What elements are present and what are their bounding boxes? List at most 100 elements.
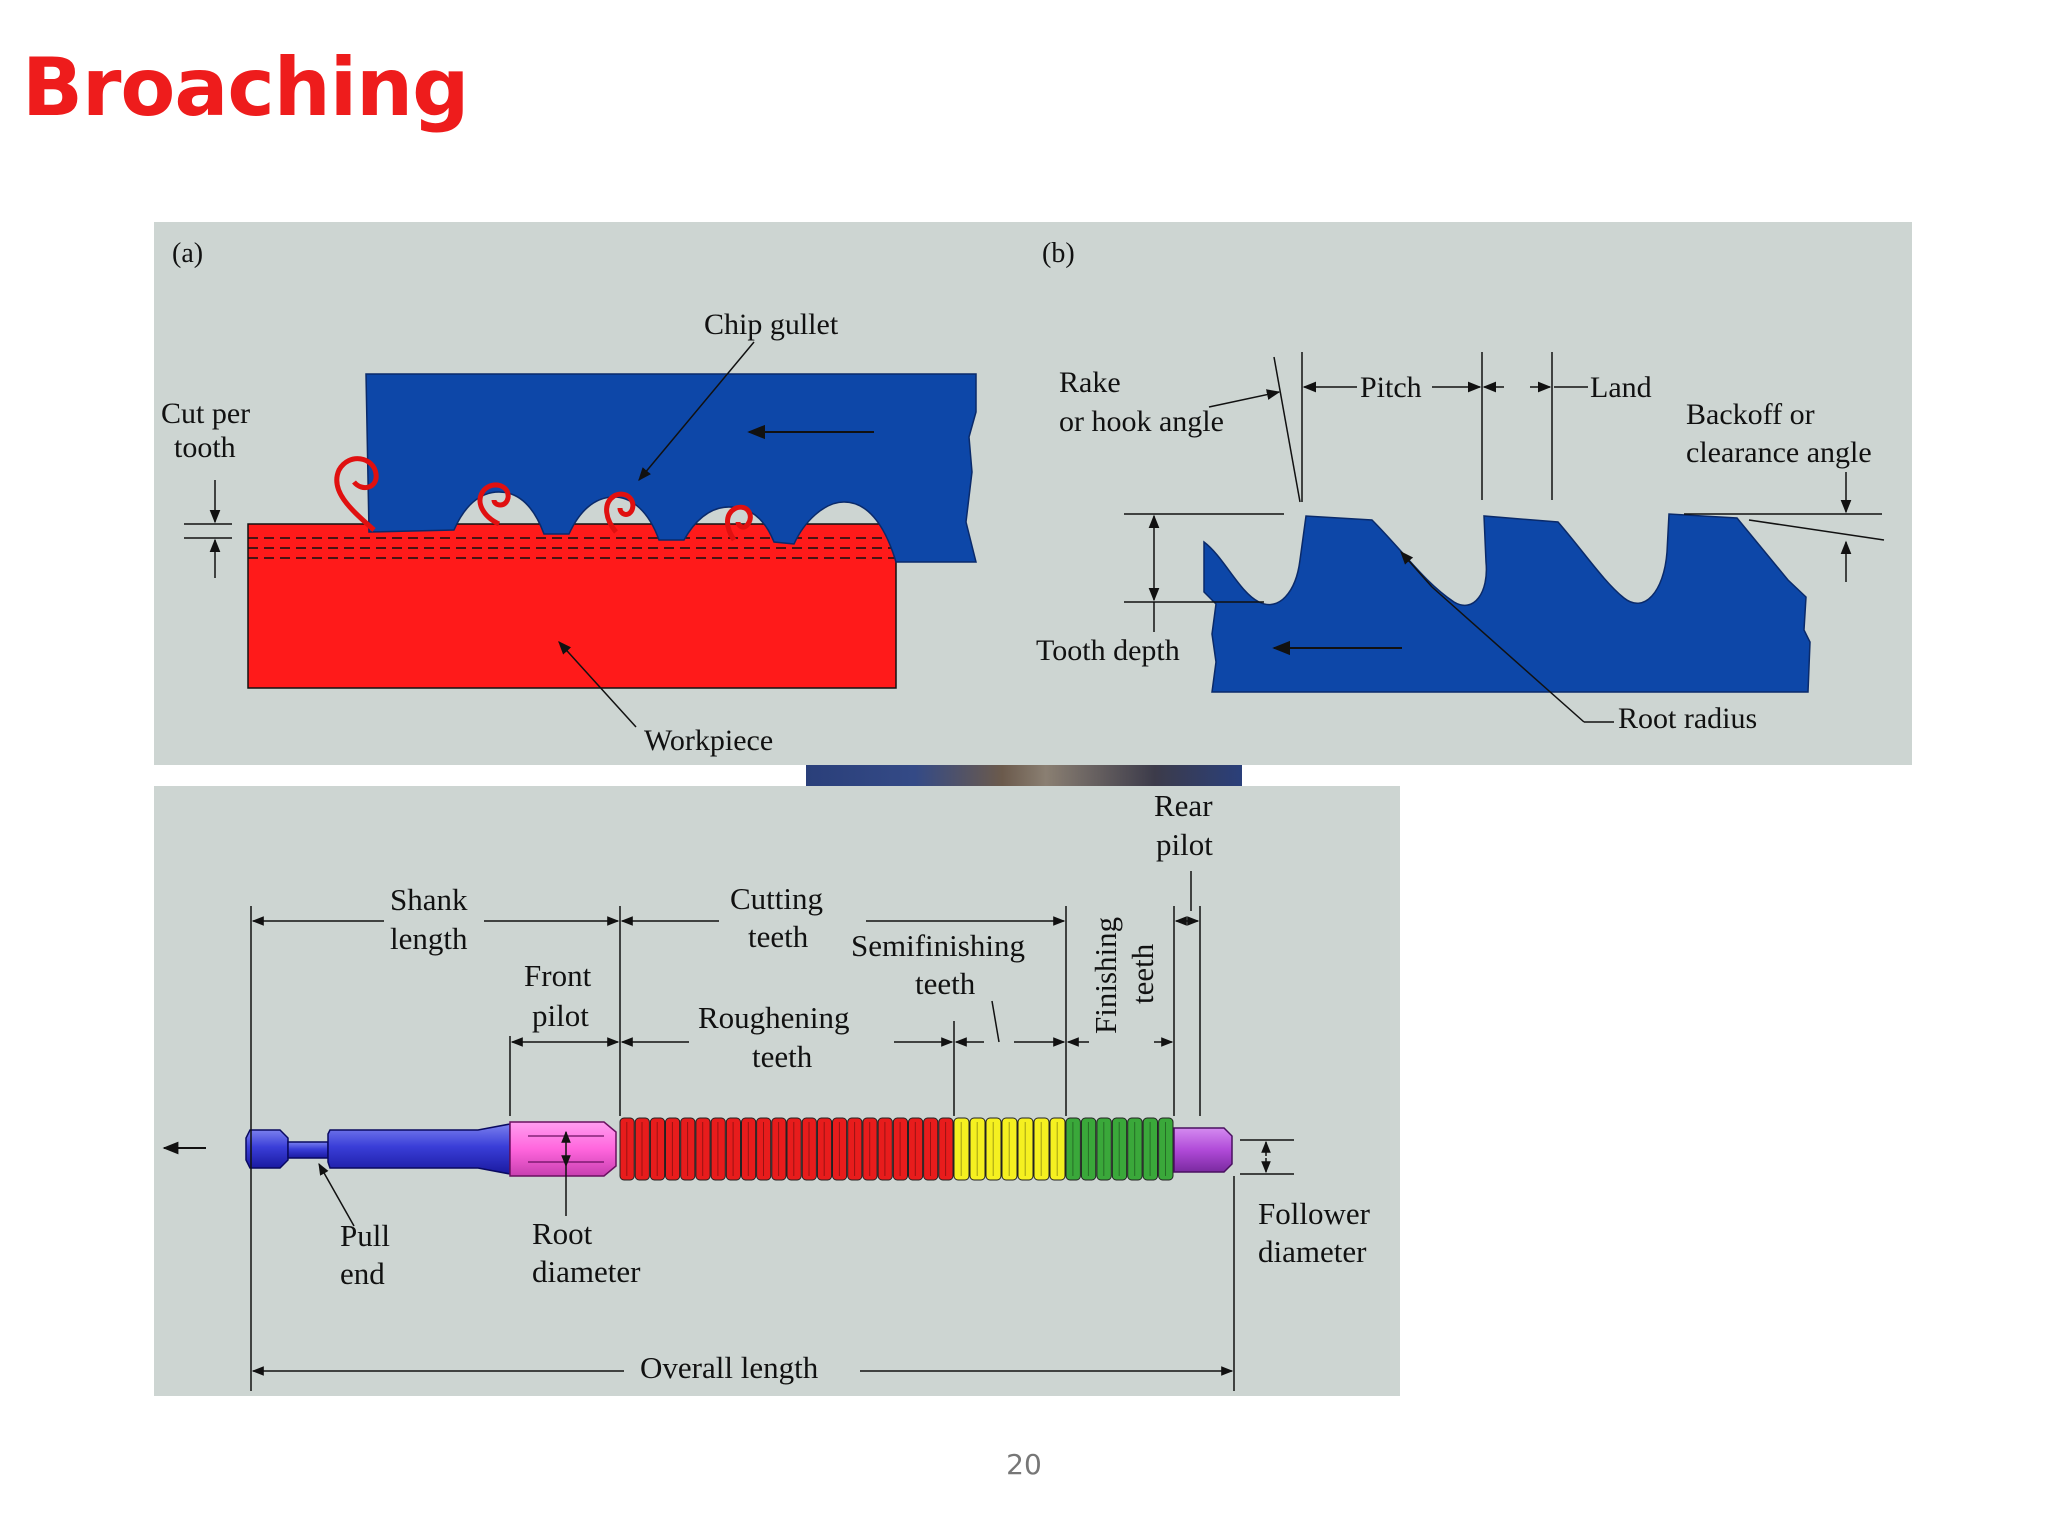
front-pilot-label-2: pilot xyxy=(532,998,589,1033)
roughening-tooth xyxy=(877,1117,893,1181)
shank-length-label-2: length xyxy=(390,921,468,956)
semifinishing-tooth xyxy=(1001,1117,1018,1181)
semifinishing-label-2: teeth xyxy=(915,966,976,1001)
roughening-tooth xyxy=(862,1117,878,1181)
roughening-tooth xyxy=(938,1117,954,1181)
roughening-tooth xyxy=(619,1117,635,1181)
finishing-label-1: Finishing xyxy=(1088,917,1123,1034)
land-label: Land xyxy=(1590,371,1652,404)
cut-per-tooth-label-1: Cut per xyxy=(161,397,250,430)
roughening-tooth xyxy=(710,1117,726,1181)
chip-curls xyxy=(334,456,753,542)
roughening-tooth xyxy=(832,1117,848,1181)
pull-end-neck xyxy=(287,1141,329,1159)
rear-pilot-label-1: Rear xyxy=(1154,788,1213,823)
follower-diameter-label-2: diameter xyxy=(1258,1234,1367,1269)
roughening-tooth xyxy=(816,1117,833,1181)
workpiece-leader xyxy=(558,640,637,728)
roughening-tooth xyxy=(801,1117,817,1181)
semifinishing-tooth xyxy=(969,1117,986,1181)
pitch-label: Pitch xyxy=(1360,371,1422,404)
root-diameter-label-1: Root xyxy=(532,1216,593,1251)
roughening-tooth xyxy=(665,1117,681,1181)
roughening-tooth xyxy=(786,1117,802,1181)
roughening-tooth xyxy=(680,1117,696,1181)
root-diameter-label-2: diameter xyxy=(532,1254,641,1289)
shank xyxy=(327,1123,511,1175)
shank-length-label-1: Shank xyxy=(390,882,468,917)
backoff-label-1: Backoff or xyxy=(1686,398,1815,431)
pull-end xyxy=(245,1129,289,1169)
root-radius-label: Root radius xyxy=(1618,702,1757,735)
roughening-tooth xyxy=(923,1117,939,1181)
cutting-teeth-label-1: Cutting xyxy=(730,881,823,916)
roughening-tooth xyxy=(649,1117,666,1181)
backoff-angle-line xyxy=(1748,519,1885,541)
root-radius-leader xyxy=(1431,586,1585,723)
extension-lines xyxy=(250,906,1294,1391)
front-pilot xyxy=(509,1121,617,1177)
roughening-teeth xyxy=(619,1117,954,1181)
tooth-profile xyxy=(1203,513,1811,693)
rake-angle-line xyxy=(1273,356,1301,503)
broach-tooth-figure: (a) Chip gullet Cut per tooth Workpiece … xyxy=(161,238,1885,757)
page-number: 20 xyxy=(1006,1448,1042,1481)
finishing-tooth xyxy=(1080,1117,1097,1181)
finishing-tooth xyxy=(1127,1117,1143,1181)
finishing-tooth xyxy=(1142,1117,1158,1181)
semifinishing-tooth xyxy=(985,1117,1002,1181)
finishing-tooth xyxy=(1096,1117,1112,1181)
roughening-tooth xyxy=(695,1117,711,1181)
follower-diameter-label-1: Follower xyxy=(1258,1196,1371,1231)
roughening-tooth xyxy=(847,1117,863,1181)
rake-label-2: or hook angle xyxy=(1059,405,1224,438)
cut-per-tooth-label-2: tooth xyxy=(174,431,236,464)
backoff-label-2: clearance angle xyxy=(1686,436,1872,469)
roughening-label-2: teeth xyxy=(752,1039,813,1074)
dimension-arrows xyxy=(251,871,1271,1376)
finishing-tooth xyxy=(1111,1117,1128,1181)
finishing-teeth xyxy=(1065,1117,1174,1181)
chip-gullet-label: Chip gullet xyxy=(704,308,839,341)
semifinishing-tooth xyxy=(1017,1117,1034,1181)
rake-leader xyxy=(1208,389,1281,408)
cut-layers xyxy=(248,537,896,559)
finishing-tooth xyxy=(1158,1117,1174,1181)
semifinishing-tooth xyxy=(1033,1117,1050,1181)
semifinishing-teeth xyxy=(953,1117,1066,1181)
chip-gullet-leader xyxy=(638,341,755,482)
broach-anatomy-panel: Rear pilot Shank length Cutting teeth Se… xyxy=(154,786,1400,1396)
workpiece-block xyxy=(247,523,897,689)
roughening-label-1: Roughening xyxy=(698,1000,850,1035)
cutting-teeth-label-2: teeth xyxy=(748,919,809,954)
roughening-tooth xyxy=(892,1117,908,1181)
background-photo-fragment xyxy=(806,765,1242,786)
pull-end-label-2: end xyxy=(340,1256,385,1291)
tooth-depth-label: Tooth depth xyxy=(1036,634,1180,667)
roughening-tooth xyxy=(634,1117,650,1181)
semifinishing-label-1: Semifinishing xyxy=(851,928,1025,963)
rear-pilot xyxy=(1173,1127,1233,1173)
broach-tooth-diagram-panel: (a) Chip gullet Cut per tooth Workpiece … xyxy=(154,222,1912,765)
broach-tool-section xyxy=(365,373,977,563)
semifinishing-tooth xyxy=(953,1117,970,1181)
roughening-tooth xyxy=(908,1117,924,1181)
finishing-tooth xyxy=(1065,1117,1081,1181)
roughening-tooth xyxy=(756,1117,772,1181)
roughening-tooth xyxy=(741,1117,757,1181)
workpiece-label: Workpiece xyxy=(644,724,773,757)
slide-title: Broaching xyxy=(22,41,469,134)
overall-length-label: Overall length xyxy=(640,1350,819,1385)
broach-anatomy-figure: Rear pilot Shank length Cutting teeth Se… xyxy=(162,788,1371,1391)
root-radius-arrow xyxy=(1400,550,1433,588)
semifinishing-tooth xyxy=(1049,1117,1066,1181)
pull-end-label-1: Pull xyxy=(340,1218,390,1253)
roughening-tooth xyxy=(725,1117,741,1181)
roughening-tooth xyxy=(771,1117,787,1181)
cut-per-tooth-dimension xyxy=(184,480,232,578)
front-pilot-label-1: Front xyxy=(524,958,592,993)
rear-pilot-label-2: pilot xyxy=(1156,827,1213,862)
panel-label-b: (b) xyxy=(1042,238,1075,269)
finishing-label-2: teeth xyxy=(1125,943,1160,1004)
panel-label-a: (a) xyxy=(172,238,203,269)
